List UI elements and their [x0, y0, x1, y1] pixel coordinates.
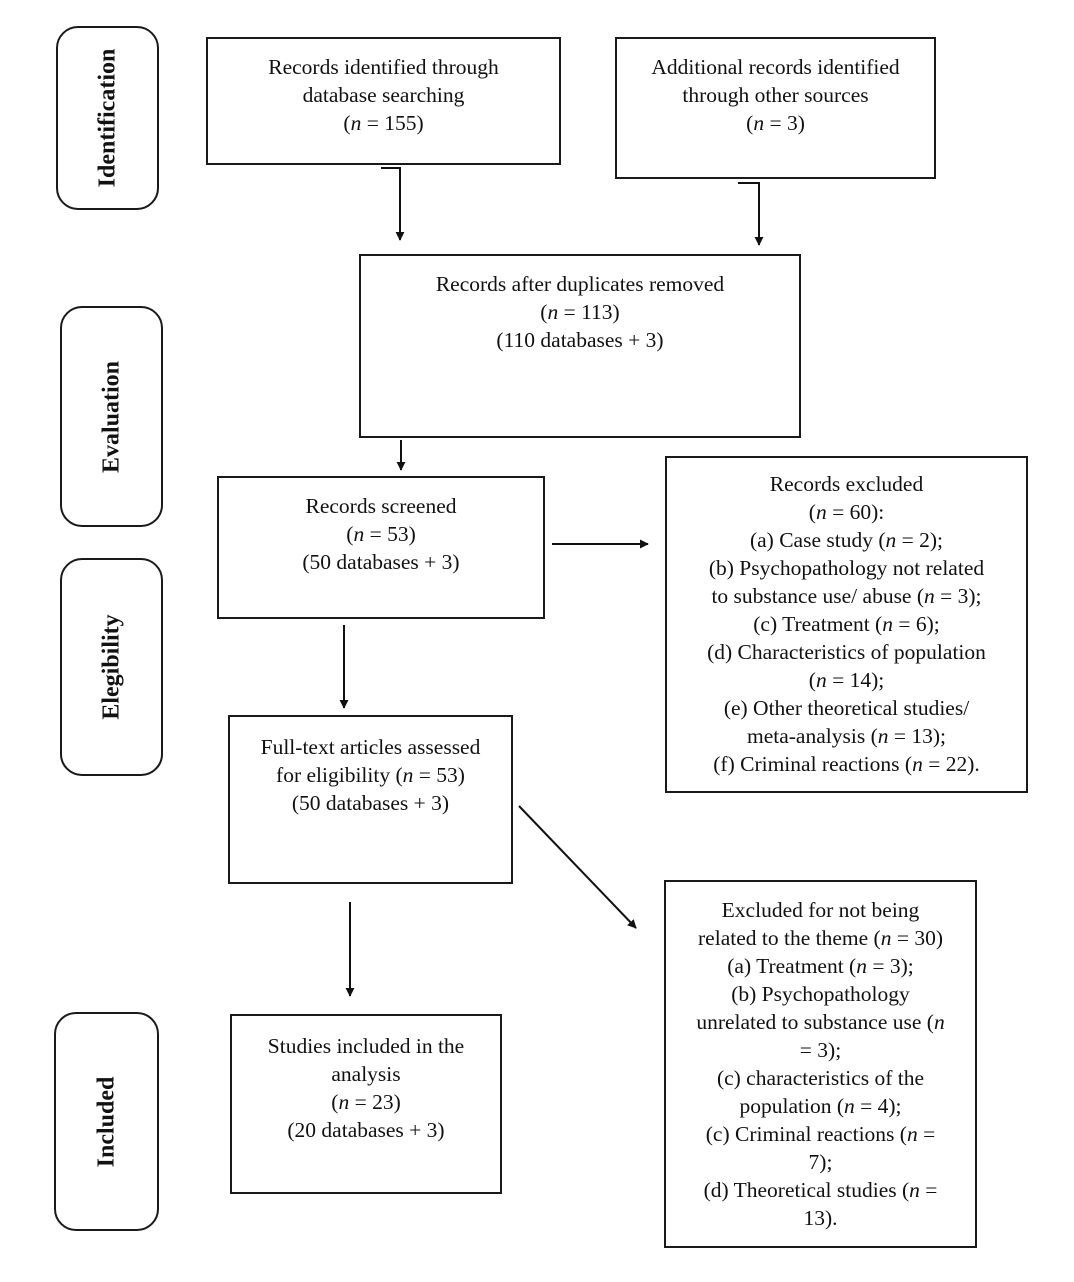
- box-line: Full-text articles assessed: [260, 735, 481, 759]
- box-full-text-assessed: Full-text articles assessed for eligibil…: [228, 715, 513, 884]
- box-studies-included: Studies included in the analysis (n = 23…: [230, 1014, 502, 1194]
- box-line: analysis: [331, 1062, 401, 1086]
- box-line: through other sources: [682, 83, 869, 107]
- box-line: for eligibility (n = 53): [276, 763, 465, 787]
- box-line: unrelated to substance use (n: [696, 1010, 945, 1034]
- stage-elegibility: Elegibility: [60, 558, 163, 776]
- box-line: (a) Case study (n = 2);: [749, 528, 944, 552]
- box-line: (d) Characteristics of population: [707, 640, 986, 664]
- box-line: 7);: [808, 1150, 833, 1174]
- box-line: Records after duplicates removed: [435, 272, 725, 296]
- box-line: (b) Psychopathology not related: [708, 556, 985, 580]
- box-line: related to the theme (n = 30): [698, 926, 943, 950]
- box-line: (n = 60):: [808, 500, 885, 524]
- arrow-fulltext-to-excluded-theme: [518, 805, 637, 929]
- box-line: database searching: [302, 83, 465, 107]
- box-line: Additional records identified: [651, 55, 900, 79]
- box-line: meta-analysis (n = 13);: [746, 724, 946, 748]
- box-line: (50 databases + 3): [291, 791, 450, 815]
- box-database-search: Records identified through database sear…: [206, 37, 561, 165]
- box-line: (110 databases + 3): [496, 328, 664, 352]
- box-line: = 3);: [799, 1038, 842, 1062]
- stage-identification: Identification: [56, 26, 159, 210]
- box-line: (b) Psychopathology: [731, 982, 910, 1006]
- box-line: (n = 53): [346, 522, 416, 546]
- box-line: (50 databases + 3): [302, 550, 460, 574]
- box-line: population (n = 4);: [739, 1094, 902, 1118]
- box-line: Records excluded: [769, 472, 924, 496]
- box-line: (n = 3): [746, 111, 805, 135]
- arrow-db-to-duplicates: [381, 167, 405, 241]
- box-line: Excluded for not being: [721, 898, 920, 922]
- box-line: to substance use/ abuse (n = 3);: [711, 584, 982, 608]
- box-line: (d) Theoretical studies (n =: [703, 1178, 938, 1202]
- box-line: (n = 23): [331, 1090, 401, 1114]
- box-line: (a) Treatment (n = 3);: [727, 954, 914, 978]
- box-records-excluded: Records excluded (n = 60): (a) Case stud…: [665, 456, 1028, 793]
- box-excluded-theme: Excluded for not being related to the th…: [664, 880, 977, 1248]
- box-after-duplicates: Records after duplicates removed (n = 11…: [359, 254, 801, 438]
- box-records-screened: Records screened (n = 53) (50 databases …: [217, 476, 545, 619]
- box-line: (n = 14);: [808, 668, 885, 692]
- box-line: (c) Treatment (n = 6);: [753, 612, 940, 636]
- stage-evaluation: Evaluation: [60, 306, 163, 527]
- box-line: 13).: [803, 1206, 838, 1230]
- box-line: Studies included in the: [267, 1034, 465, 1058]
- box-line: (n = 155): [343, 111, 424, 135]
- box-line: (n = 113): [540, 300, 620, 324]
- box-line: (c) characteristics of the: [716, 1066, 925, 1090]
- box-line: (e) Other theoretical studies/: [723, 696, 970, 720]
- arrow-other-to-duplicates: [738, 182, 764, 246]
- box-other-sources: Additional records identified through ot…: [615, 37, 936, 179]
- box-line: (20 databases + 3): [287, 1118, 445, 1142]
- box-line: (f) Criminal reactions (n = 22).: [713, 752, 980, 776]
- box-line: Records screened: [305, 494, 457, 518]
- stage-included: Included: [54, 1012, 159, 1231]
- box-line: (c) Criminal reactions (n =: [705, 1122, 936, 1146]
- box-line: Records identified through: [268, 55, 499, 79]
